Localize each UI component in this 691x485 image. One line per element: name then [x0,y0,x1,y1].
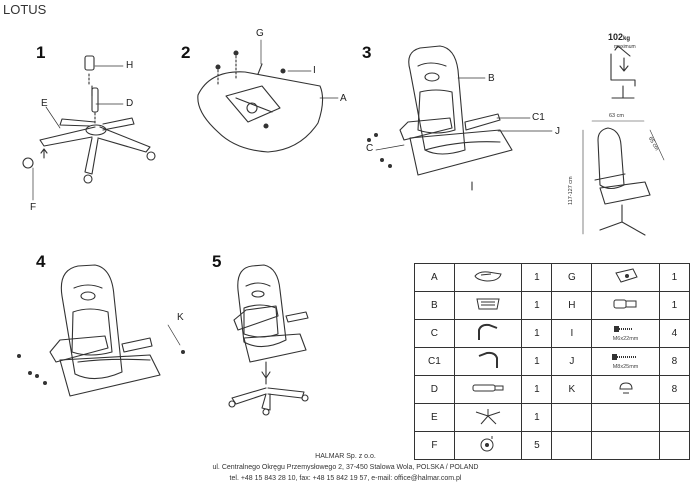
part-picture [453,375,523,404]
armrest-right-icon [475,350,501,373]
max-weight-unit: kg [623,36,631,42]
callout-d: D [126,98,134,109]
callout-f: F [30,202,37,213]
part-code [551,403,593,432]
step-5-chair-drawing [228,264,309,416]
part-size-note: M8x25mm [612,364,639,370]
part-code: K [551,375,593,404]
step-5-number: 5 [212,252,222,271]
callout-c1: C1 [532,112,545,123]
gas-lift-icon [471,383,505,396]
step-1-base-drawing [22,55,156,184]
callout-k: K [177,312,184,323]
part-quantity: 1 [521,375,553,404]
callout-g: G [256,28,264,39]
part-quantity: 1 [658,263,691,292]
part-picture [591,263,660,292]
part-quantity: 1 [521,319,553,348]
footer-contact: tel. +48 15 843 28 10, fax: +48 15 842 1… [229,475,462,482]
gas-cover-icon [612,298,640,313]
part-picture [591,291,660,320]
part-code: C1 [414,347,455,376]
part-code: F [414,431,455,460]
part-picture [591,375,660,404]
part-quantity: 8 [658,375,691,404]
part-picture [453,319,523,348]
armrest-left-icon [475,322,501,345]
step-3-chair-drawing [399,45,513,191]
part-quantity: 1 [521,291,553,320]
backrest-icon [473,296,503,315]
part-code: D [414,375,455,404]
part-code: A [414,263,455,292]
part-picture [591,403,660,432]
part-size-note: M6x22mm [612,336,639,342]
part-quantity: 4 [658,319,691,348]
part-quantity: 1 [521,263,553,292]
step-3-number: 3 [362,43,372,62]
max-weight-value: 102 [608,32,624,42]
part-code: G [551,263,593,292]
screw-cap-icon [618,381,634,398]
part-quantity: 8 [658,347,691,376]
callout-c: C [366,143,374,154]
seat-icon [473,270,503,285]
footer-address: ul. Centralnego Okręgu Przemysłowego 2, … [212,464,479,471]
callout-j: J [555,126,560,137]
part-code [551,431,593,460]
part-code: C [414,319,455,348]
mechanism-icon [613,267,639,288]
callout-i: I [313,65,316,76]
part-quantity: 1 [521,347,553,376]
caster-icon [478,435,498,456]
step-2-seat-drawing [197,50,324,153]
document-title: LOTUS [3,2,47,17]
star-base-icon [473,407,503,428]
step-1-number: 1 [36,43,46,62]
part-code: H [551,291,593,320]
callout-b: B [488,73,495,84]
part-picture [453,347,523,376]
part-quantity: 1 [521,403,553,432]
step-4-number: 4 [36,252,46,271]
screw-short-icon [613,325,639,336]
part-quantity [658,431,691,460]
part-code: B [414,291,455,320]
weight-pictogram [610,45,636,99]
part-picture: M6x22mm [591,319,660,348]
part-code: J [551,347,593,376]
part-picture [453,263,523,292]
part-quantity: 1 [658,291,691,320]
dimension-chair-drawing [582,120,665,236]
part-quantity [658,403,691,432]
dimension-width: 63 cm [609,113,624,119]
dimension-height: 117-127 cm [568,176,574,205]
step-2-number: 2 [181,43,191,62]
footer-company: HALMAR Sp. z o.o. [315,453,376,460]
part-picture [453,291,523,320]
screw-long-icon [611,353,641,364]
part-quantity: 5 [521,431,553,460]
part-code: E [414,403,455,432]
callout-e: E [41,98,48,109]
part-picture: M8x25mm [591,347,660,376]
part-picture [591,431,660,460]
part-picture [453,403,523,432]
callout-h: H [126,60,134,71]
max-weight-caption: maximum [614,44,636,50]
part-code: I [551,319,593,348]
step-4-chair-drawing [49,264,161,397]
callout-a: A [340,93,347,104]
